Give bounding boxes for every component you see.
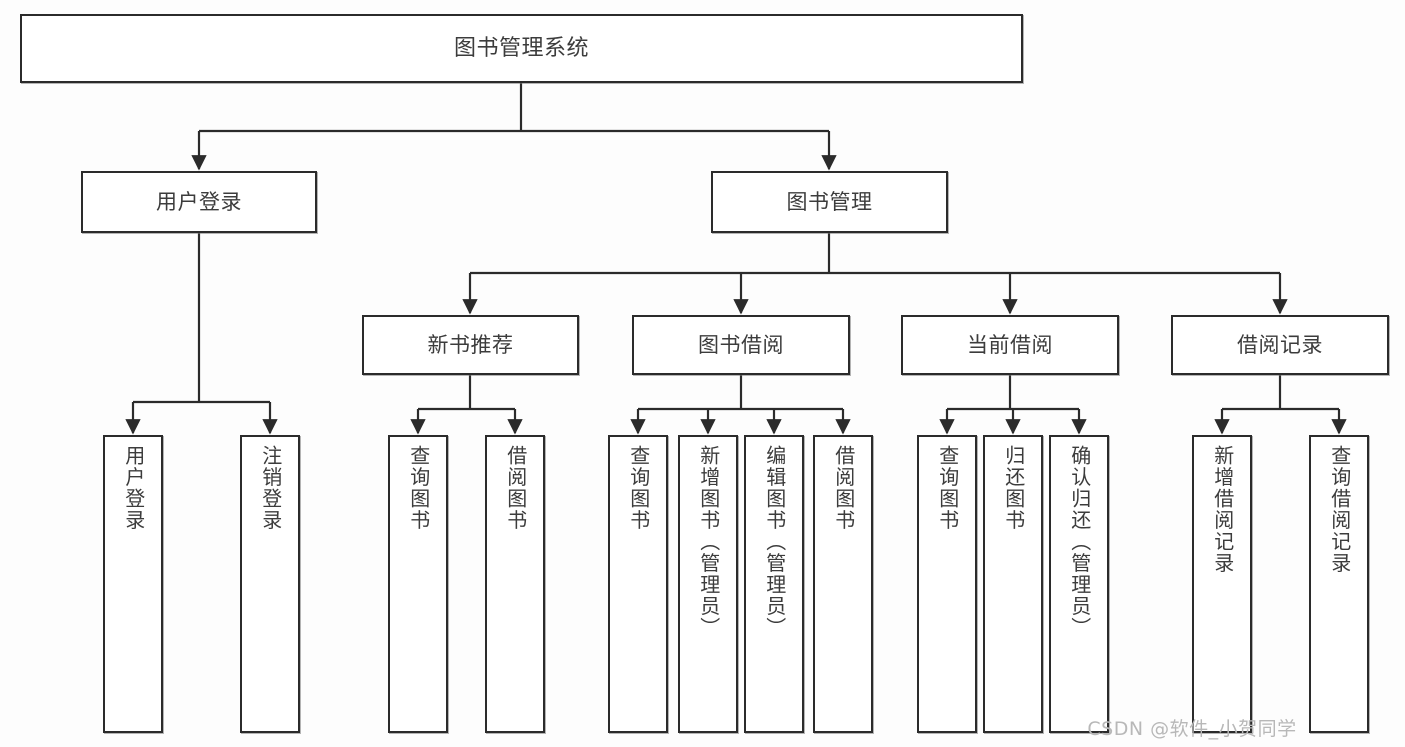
node-leaf-confirm-return-admin[interactable]: 确认归还（管理员） <box>1049 435 1109 733</box>
node-label-leaf-borrow-book-2: 借阅图书 <box>831 445 856 531</box>
node-leaf-logout[interactable]: 注销登录 <box>240 435 300 733</box>
node-borrow-record[interactable]: 借阅记录 <box>1171 315 1389 375</box>
node-label-book-management: 图书管理 <box>786 189 873 214</box>
node-current-borrow[interactable]: 当前借阅 <box>901 315 1119 375</box>
node-user-login[interactable]: 用户登录 <box>81 171 317 233</box>
node-label-new-book-recommend: 新书推荐 <box>427 332 514 357</box>
node-label-leaf-edit-book-admin: 编辑图书（管理员） <box>762 445 787 639</box>
node-book-borrow[interactable]: 图书借阅 <box>632 315 850 375</box>
node-book-management[interactable]: 图书管理 <box>711 171 948 233</box>
node-label-leaf-query-borrow-record: 查询借阅记录 <box>1327 445 1352 574</box>
node-label-leaf-confirm-return-admin: 确认归还（管理员） <box>1067 445 1092 639</box>
node-label-root: 图书管理系统 <box>453 35 589 61</box>
node-new-book-recommend[interactable]: 新书推荐 <box>362 315 579 375</box>
node-label-book-borrow: 图书借阅 <box>698 332 784 357</box>
node-root[interactable]: 图书管理系统 <box>20 14 1023 83</box>
node-label-leaf-logout: 注销登录 <box>258 445 283 531</box>
node-label-leaf-return-book: 归还图书 <box>1001 445 1026 531</box>
node-leaf-edit-book-admin[interactable]: 编辑图书（管理员） <box>744 435 804 733</box>
node-label-current-borrow: 当前借阅 <box>967 332 1053 357</box>
node-leaf-add-book-admin[interactable]: 新增图书（管理员） <box>678 435 738 733</box>
node-leaf-add-borrow-record[interactable]: 新增借阅记录 <box>1192 435 1252 733</box>
node-label-leaf-query-book-3: 查询图书 <box>935 445 960 531</box>
node-label-leaf-query-book-1: 查询图书 <box>406 445 431 531</box>
node-label-leaf-query-book-2: 查询图书 <box>626 445 651 531</box>
node-leaf-query-book-1[interactable]: 查询图书 <box>388 435 448 733</box>
node-leaf-return-book[interactable]: 归还图书 <box>983 435 1043 733</box>
node-leaf-user-login[interactable]: 用户登录 <box>103 435 163 733</box>
node-label-leaf-add-borrow-record: 新增借阅记录 <box>1210 445 1235 574</box>
node-leaf-borrow-book-2[interactable]: 借阅图书 <box>813 435 873 733</box>
node-label-borrow-record: 借阅记录 <box>1237 332 1323 357</box>
node-leaf-query-book-3[interactable]: 查询图书 <box>917 435 977 733</box>
node-label-leaf-user-login: 用户登录 <box>121 445 146 531</box>
csdn-watermark: CSDN @软件_小贺同学 <box>1087 718 1297 740</box>
node-label-leaf-add-book-admin: 新增图书（管理员） <box>696 445 721 639</box>
node-leaf-query-book-2[interactable]: 查询图书 <box>608 435 668 733</box>
node-label-leaf-borrow-book-1: 借阅图书 <box>503 445 528 531</box>
node-leaf-query-borrow-record[interactable]: 查询借阅记录 <box>1309 435 1369 733</box>
node-label-user-login: 用户登录 <box>156 189 242 214</box>
node-leaf-borrow-book-1[interactable]: 借阅图书 <box>485 435 545 733</box>
